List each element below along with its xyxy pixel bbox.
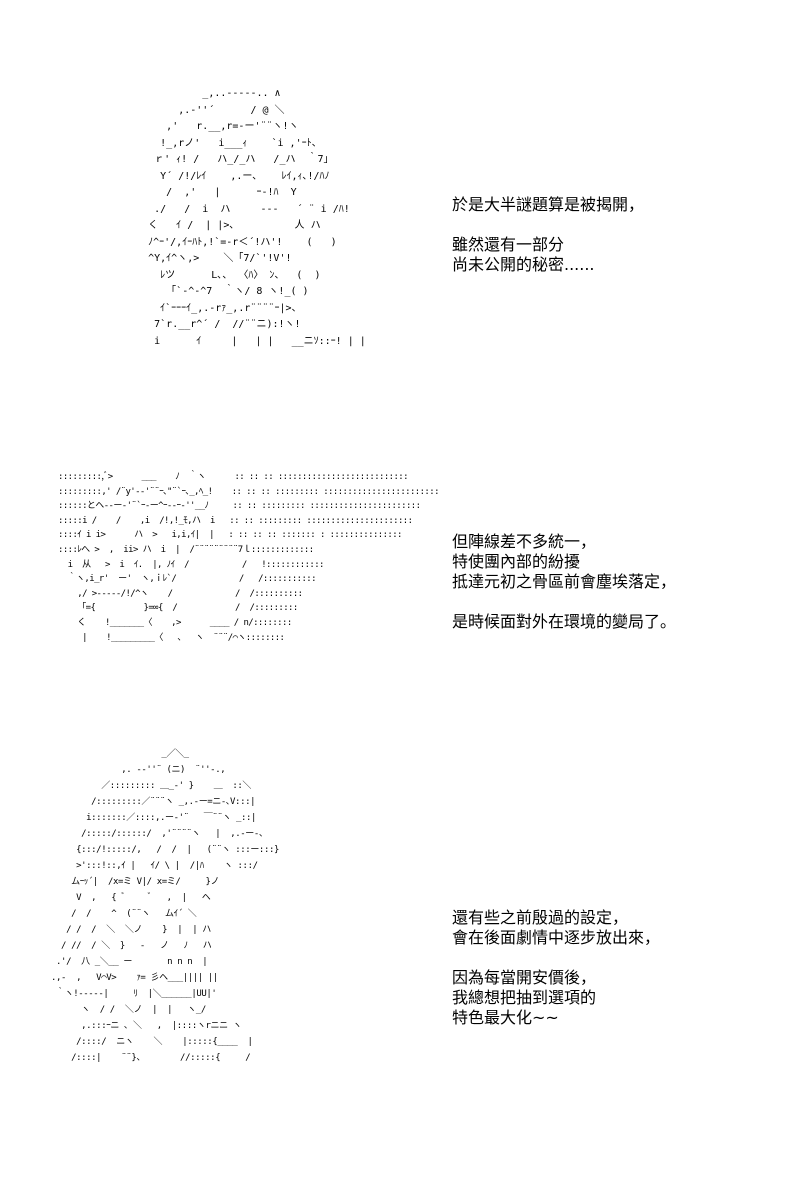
narration-line: 特色最大化~~ xyxy=(452,1008,559,1027)
narration-line: 尚未公開的秘密...... xyxy=(452,255,595,274)
narration-line: 特使團內部的紛擾 xyxy=(452,552,581,571)
narration-block-2: 但陣線差不多統一， 特使團內部的紛擾 抵達元初之骨區前會塵埃落定， 是時候面對外… xyxy=(452,532,676,632)
paragraph-gap xyxy=(452,948,660,968)
narration-line: 會在後面劇情中逐步放出來， xyxy=(452,928,661,947)
paragraph-gap xyxy=(452,592,676,612)
paragraph-gap xyxy=(452,215,644,235)
narration-line: 因為每當開安價後， xyxy=(452,968,597,987)
ascii-art-group-scene: :::::::::,ﾞ> ___ ﾉ ｀ヽ :: :: :: :::::::::… xyxy=(58,472,439,643)
narration-block-1: 於是大半謎題算是被揭開， 雖然還有一部分 尚未公開的秘密...... xyxy=(452,195,644,275)
ascii-art-character-closeup: _／＼_ ,. -‐''¨ (ニ) ¨''-., ／::::::::: ＿_-'… xyxy=(51,749,279,1063)
narration-line: 抵達元初之骨區前會塵埃落定， xyxy=(452,572,677,591)
narration-line: 是時候面對外在環境的變局了。 xyxy=(452,612,677,631)
narration-block-3: 還有些之前殷過的設定， 會在後面劇情中逐步放出來， 因為每當開安價後， 我總想把… xyxy=(452,908,660,1028)
narration-line: 於是大半謎題算是被揭開， xyxy=(452,195,645,214)
narration-line: 但陣線差不多統一， xyxy=(452,532,597,551)
narration-line: 雖然還有一部分 xyxy=(452,235,565,254)
narration-line: 還有些之前殷過的設定， xyxy=(452,908,629,927)
ascii-art-hooded-character: _,..-‐‐‐-.. ∧ ,.-''´ / @ ＼ ,' r.__,r=-ー'… xyxy=(148,88,366,347)
narration-line: 我總想把抽到選項的 xyxy=(452,988,597,1007)
